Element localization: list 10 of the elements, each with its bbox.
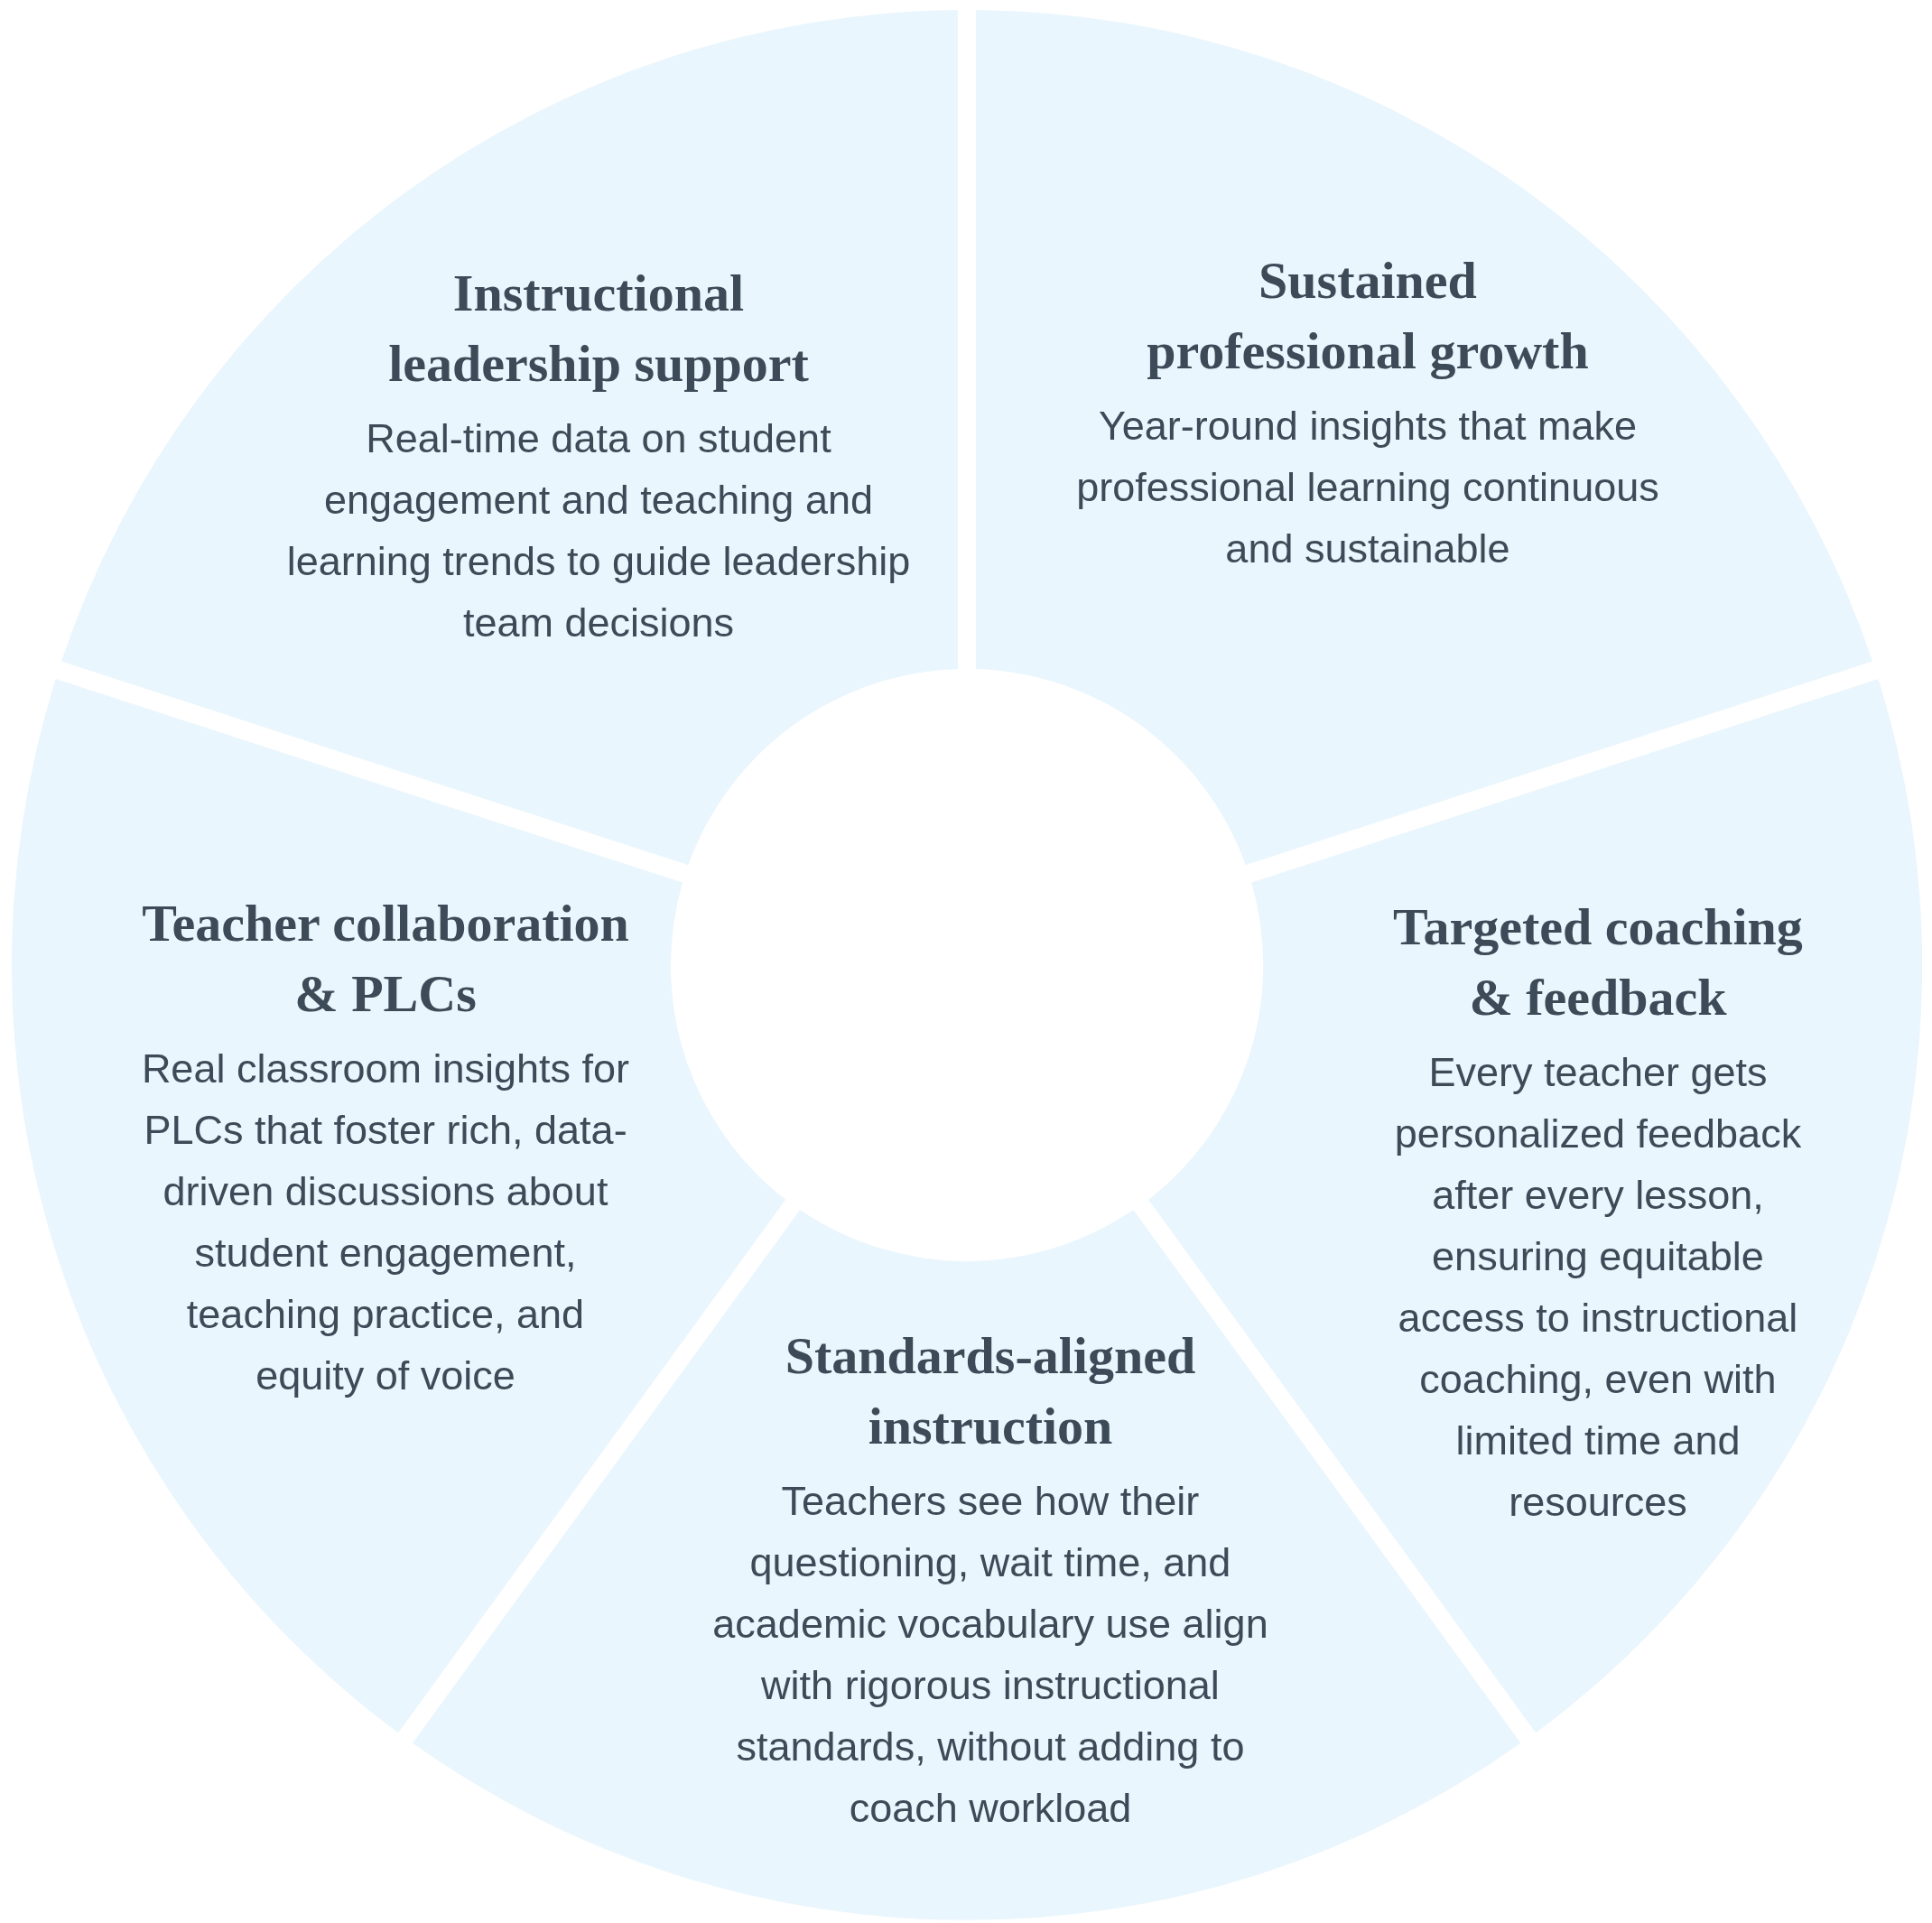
segment-description: Every teacher gets personalized feedback after every lesson, ensuring equitable access to instructional coaching, even with limited time and resources <box>1394 1048 1802 1527</box>
segment-title: Targeted coaching & feedback <box>1393 896 1803 1028</box>
segment-description: Real classroom insights for PLCs that foster rich, data-driven discussions about student engagement, teaching practice, and equity of voice <box>140 1045 631 1400</box>
segment-title: Teacher collaboration & PLCs <box>142 893 629 1025</box>
segment-description: Teachers see how their questioning, wait time, and academic vocabulary use align with rigorous instructional standards, without adding to coach workload <box>712 1477 1268 1833</box>
segment-title: Standards-aligned instruction <box>785 1325 1196 1457</box>
segment-title: Instructional leadership support <box>388 263 809 395</box>
segment-description: Real-time data on student engagement and teaching and learning trends to guide leadership team decisions <box>286 414 911 647</box>
segment-title: Sustained professional growth <box>1147 250 1589 382</box>
segment-description: Year-round insights that make professional learning continuous and sustainable <box>1076 402 1659 573</box>
